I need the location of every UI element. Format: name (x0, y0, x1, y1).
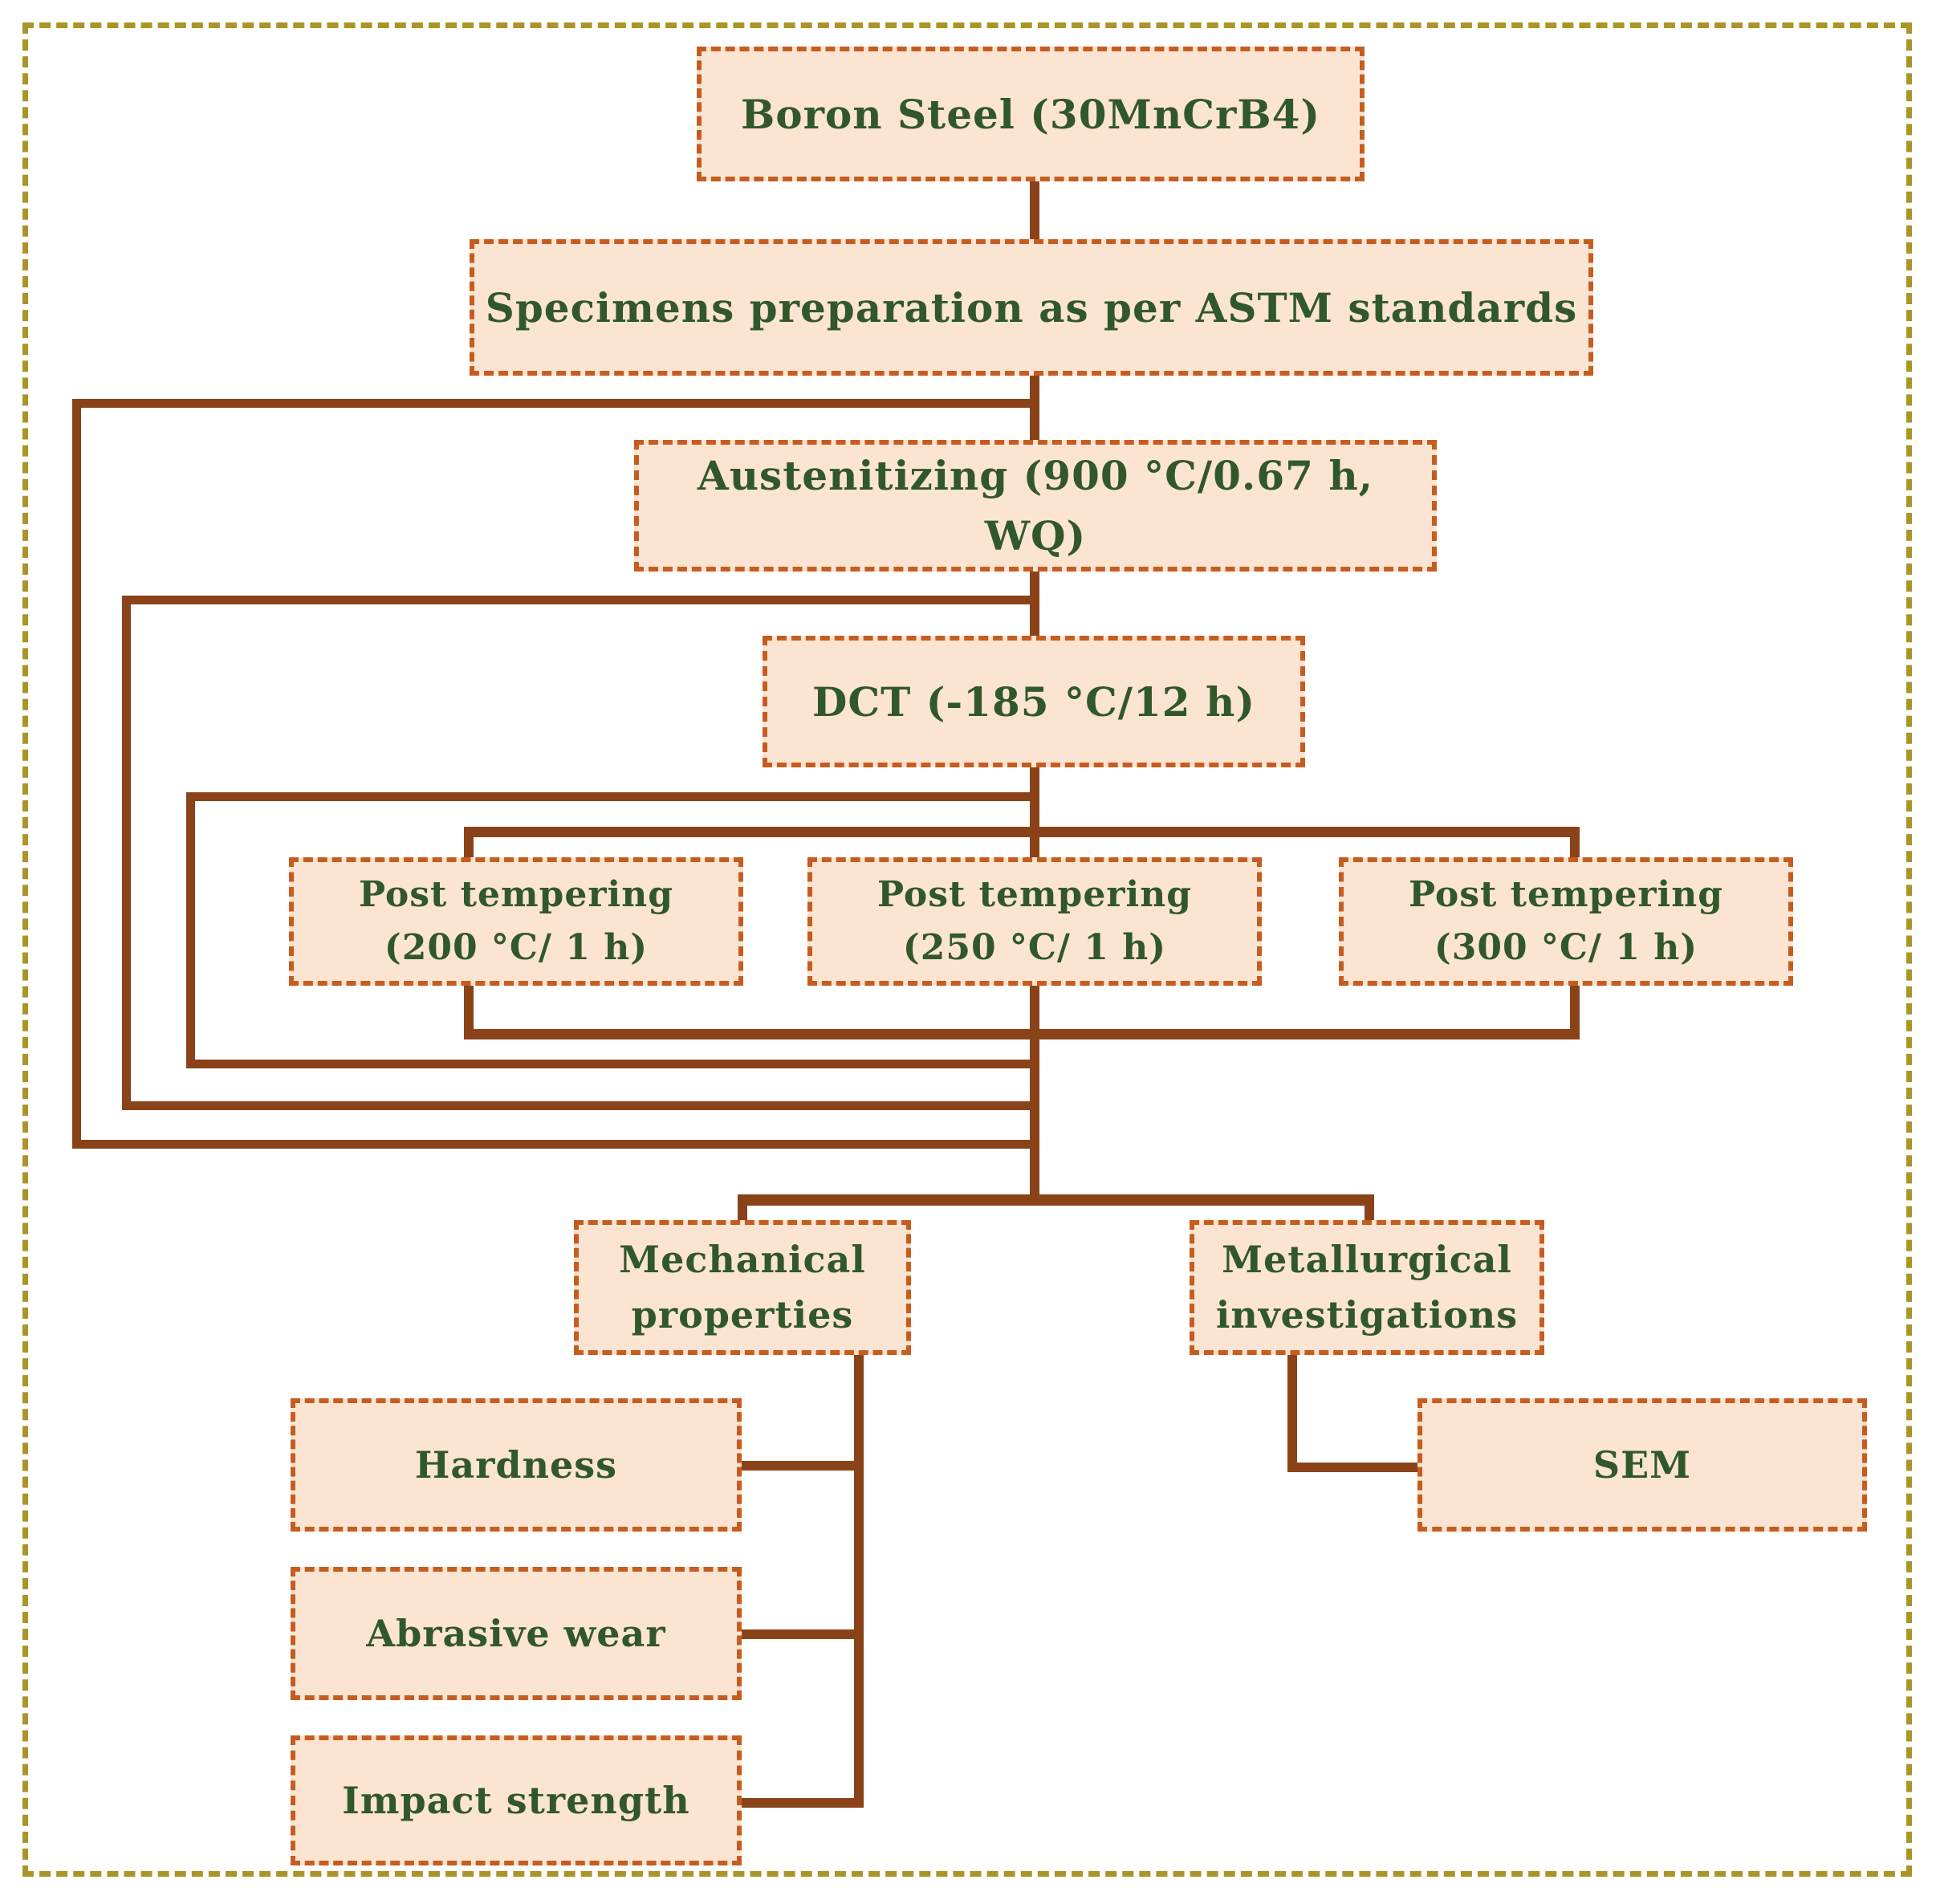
edge-tempering-200-stub (464, 986, 474, 1039)
node-dct: DCT (-185 °C/12 h) (763, 636, 1305, 767)
edge-feedback2-left (122, 596, 131, 1110)
edge-feed-elbow-left (464, 827, 474, 859)
node-post-tempering-300: Post tempering (300 °C/ 1 h) (1339, 857, 1793, 986)
edge-tempering-collector-horizontal (464, 1029, 1580, 1039)
node-post-tempering-200-label: Post tempering (200 °C/ 1 h) (359, 874, 673, 968)
edge-to-sem (1287, 1463, 1417, 1472)
outer-dashed-frame (22, 22, 1912, 1877)
node-dct-label: DCT (-185 °C/12 h) (811, 677, 1255, 726)
edge-boron-to-specimens (1030, 181, 1039, 241)
edge-feedback1-left (72, 399, 81, 1149)
node-austenitizing-label: Austenitizing (900 °C/0.67 h, WQ) (697, 452, 1374, 559)
node-post-tempering-300-label: Post tempering (300 °C/ 1 h) (1409, 874, 1723, 968)
node-metallurgical-investigations-label: Metallurgical investigations (1215, 1238, 1519, 1336)
edge-mechanical-spine (854, 1355, 864, 1808)
edge-feedback3-left (186, 792, 195, 1068)
edge-feedback2-bottom (122, 1101, 1039, 1110)
edge-austenitizing-to-dct (1030, 572, 1039, 637)
node-post-tempering-200: Post tempering (200 °C/ 1 h) (289, 857, 743, 986)
edge-feedback1-bottom (72, 1140, 1039, 1149)
edge-split-to-metallurgical (1365, 1194, 1374, 1222)
node-abrasive-wear-label: Abrasive wear (366, 1611, 666, 1655)
edge-center-merge-spine (1030, 986, 1039, 1206)
node-austenitizing: Austenitizing (900 °C/0.67 h, WQ) (634, 440, 1437, 572)
edge-dct-to-tempering-250 (1030, 767, 1039, 857)
edge-split-to-mechanical (738, 1194, 747, 1222)
edge-feedback3-top (186, 792, 1039, 801)
node-boron-steel-label: Boron Steel (30MnCrB4) (740, 90, 1321, 138)
edge-feed-elbow-right (1570, 827, 1580, 859)
node-abrasive-wear: Abrasive wear (291, 1567, 742, 1700)
node-metallurgical-investigations: Metallurgical investigations (1190, 1220, 1544, 1355)
node-mechanical-properties-label: Mechanical properties (619, 1238, 866, 1336)
node-specimens-preparation-label: Specimens preparation as per ASTM standa… (485, 283, 1578, 332)
node-hardness-label: Hardness (414, 1442, 618, 1487)
edge-split-horizontal (738, 1194, 1374, 1206)
node-mechanical-properties: Mechanical properties (574, 1220, 911, 1355)
edge-tempering-feed-horizontal (464, 827, 1580, 837)
node-impact-strength: Impact strength (291, 1735, 742, 1865)
edge-to-abrasive-wear (742, 1629, 864, 1639)
edge-feedback2-top (122, 596, 1039, 604)
edge-feedback1-top (72, 399, 1039, 408)
node-post-tempering-250: Post tempering (250 °C/ 1 h) (807, 857, 1262, 986)
edge-to-hardness (742, 1461, 864, 1471)
node-hardness: Hardness (291, 1398, 742, 1532)
node-sem-label: SEM (1592, 1442, 1692, 1487)
edge-feedback3-bottom (186, 1060, 1039, 1068)
node-boron-steel: Boron Steel (30MnCrB4) (697, 47, 1365, 181)
edge-specimens-to-austenitizing (1030, 376, 1039, 441)
node-specimens-preparation: Specimens preparation as per ASTM standa… (470, 239, 1593, 376)
node-post-tempering-250-label: Post tempering (250 °C/ 1 h) (877, 874, 1192, 968)
node-sem: SEM (1417, 1398, 1867, 1532)
node-impact-strength-label: Impact strength (342, 1778, 690, 1822)
edge-tempering-300-stub (1570, 986, 1580, 1039)
edge-to-impact-strength (742, 1798, 864, 1808)
edge-metallurgical-stub (1287, 1355, 1297, 1472)
